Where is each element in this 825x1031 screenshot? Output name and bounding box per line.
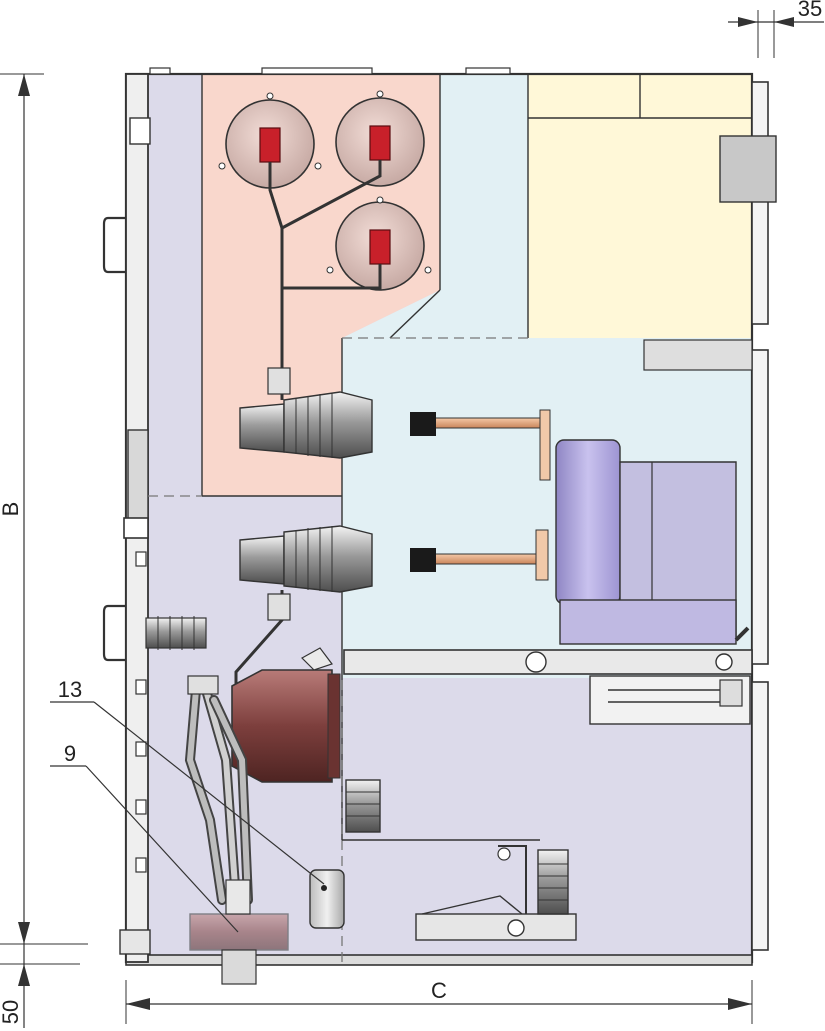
breaker-pole [555,439,621,605]
dimension-height: B [0,73,88,945]
zero-sequence-ct [189,879,289,985]
callout-9: 9 [50,741,239,933]
breaker-arm-upper [433,417,545,429]
callout-label-9: 9 [64,741,76,766]
earthing-switch [415,845,577,941]
busbar-bushings [218,90,432,400]
voltage-indicator [309,869,345,929]
lower-support-insulator [345,779,381,833]
lower-spout-insulator [234,525,373,740]
callout-13: 13 [50,677,325,885]
dimension-label-width: C [431,978,447,1003]
dimension-label-offset: 35 [798,0,822,21]
power-cables [184,675,253,905]
dimension-base: 50 [0,944,80,1028]
dimension-label-base: 50 [0,1000,23,1024]
upper-spout-insulator [239,391,373,459]
breaker-arm-lower [433,553,545,565]
dimension-label-height: B [0,502,23,517]
busbar-bushing-2 [335,97,425,187]
dimension-width: C [125,978,753,1024]
earthing-switch-mechanism [589,675,751,725]
dimension-offset: 35 [728,0,824,58]
callout-label-13: 13 [58,677,82,702]
front-insulator [145,616,207,650]
current-transformer [231,647,341,783]
circuit-breaker [343,409,753,675]
busbar-bushing-1 [225,99,315,189]
